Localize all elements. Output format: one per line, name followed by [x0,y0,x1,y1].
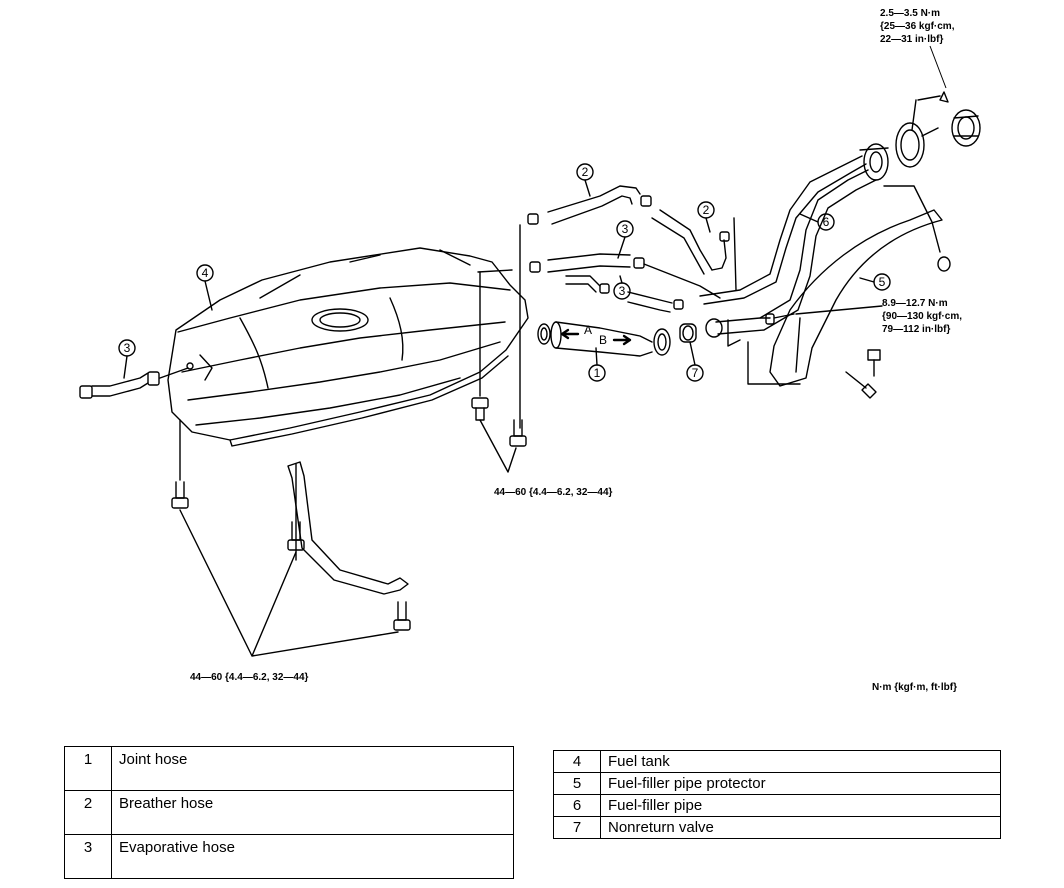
evaporative-hose-middle-drawing [477,253,721,299]
filler-cap-drawing [895,91,981,168]
callout-2-filler: 2 [703,203,710,217]
pipe-bolt-drawing [765,305,883,325]
callout-6: 6 [823,215,830,229]
callout-2-upper: 2 [582,165,589,179]
part-number: 1 [64,746,112,791]
letter-a: A [584,323,592,337]
part-number: 4 [553,750,601,773]
part-name: Fuel-filler pipe protector [600,772,1001,795]
torque-units: N·m {kgf·m, ft·lbf} [872,682,957,693]
callout-4: 4 [202,266,209,280]
part-name: Nonreturn valve [600,816,1001,839]
part-number: 7 [553,816,601,839]
callout-3-left: 3 [124,341,131,355]
mid-bolts-drawing [471,271,527,473]
joint-hose-drawing [537,321,671,357]
callout-1: 1 [594,366,601,380]
table-row: 5 Fuel-filler pipe protector [553,772,1001,795]
callout-3-lower: 3 [619,284,626,298]
left-evaporative-hose-drawing [79,362,194,399]
torque-pipe-line1: 8.9—12.7 N·m [882,298,948,309]
breather-hose-filler-drawing [651,209,737,291]
fuel-system-diagram: 2 2 3 3 3 4 1 7 6 5 A B 2.5—3.5 N·m {25—… [79,8,981,693]
part-name: Breather hose [111,790,514,835]
part-number: 3 [64,834,112,879]
table-row: 4 Fuel tank [553,750,1001,773]
part-number: 6 [553,794,601,817]
torque-cap-line2: {25—36 kgf·cm, [880,21,955,32]
protector-bolts-drawing [845,349,881,399]
fuel-filler-pipe-drawing [699,143,889,347]
torque-strap-bolts: 44—60 {4.4—6.2, 32—44} [190,672,309,683]
callout-7: 7 [692,366,699,380]
parts-table-left: 1 Joint hose 2 Breather hose 3 Evaporati… [64,746,514,879]
table-row: 7 Nonreturn valve [553,816,1001,839]
table-row: 3 Evaporative hose [64,834,514,879]
fuel-tank-drawing [167,247,529,447]
torque-mid-bolts: 44—60 {4.4—6.2, 32—44} [494,487,613,498]
letter-b: B [599,333,607,347]
torque-pipe-line2: {90—130 kgf·cm, [882,311,962,322]
parts-table-right: 4 Fuel tank 5 Fuel-filler pipe protector… [553,750,1001,839]
torque-cap-line3: 22—31 in·lbf} [880,34,943,45]
callout-3-middle: 3 [622,222,629,236]
table-row: 2 Breather hose [64,790,514,835]
evaporative-hose-lower-drawing [565,275,684,313]
part-number: 5 [553,772,601,795]
torque-cap-line1: 2.5—3.5 N·m [880,8,940,19]
table-row: 1 Joint hose [64,746,514,791]
torque-pipe-line3: 79—112 in·lbf} [882,324,950,335]
part-name: Evaporative hose [111,834,514,879]
filler-pipe-protector-drawing [747,185,951,387]
callout-5: 5 [879,275,886,289]
part-name: Fuel-filler pipe [600,794,1001,817]
part-number: 2 [64,790,112,835]
tank-strap-drawing [171,419,411,657]
breather-hose-upper-drawing [519,185,652,429]
part-name: Joint hose [111,746,514,791]
part-name: Fuel tank [600,750,1001,773]
nonreturn-valve-drawing [679,318,723,343]
table-row: 6 Fuel-filler pipe [553,794,1001,817]
